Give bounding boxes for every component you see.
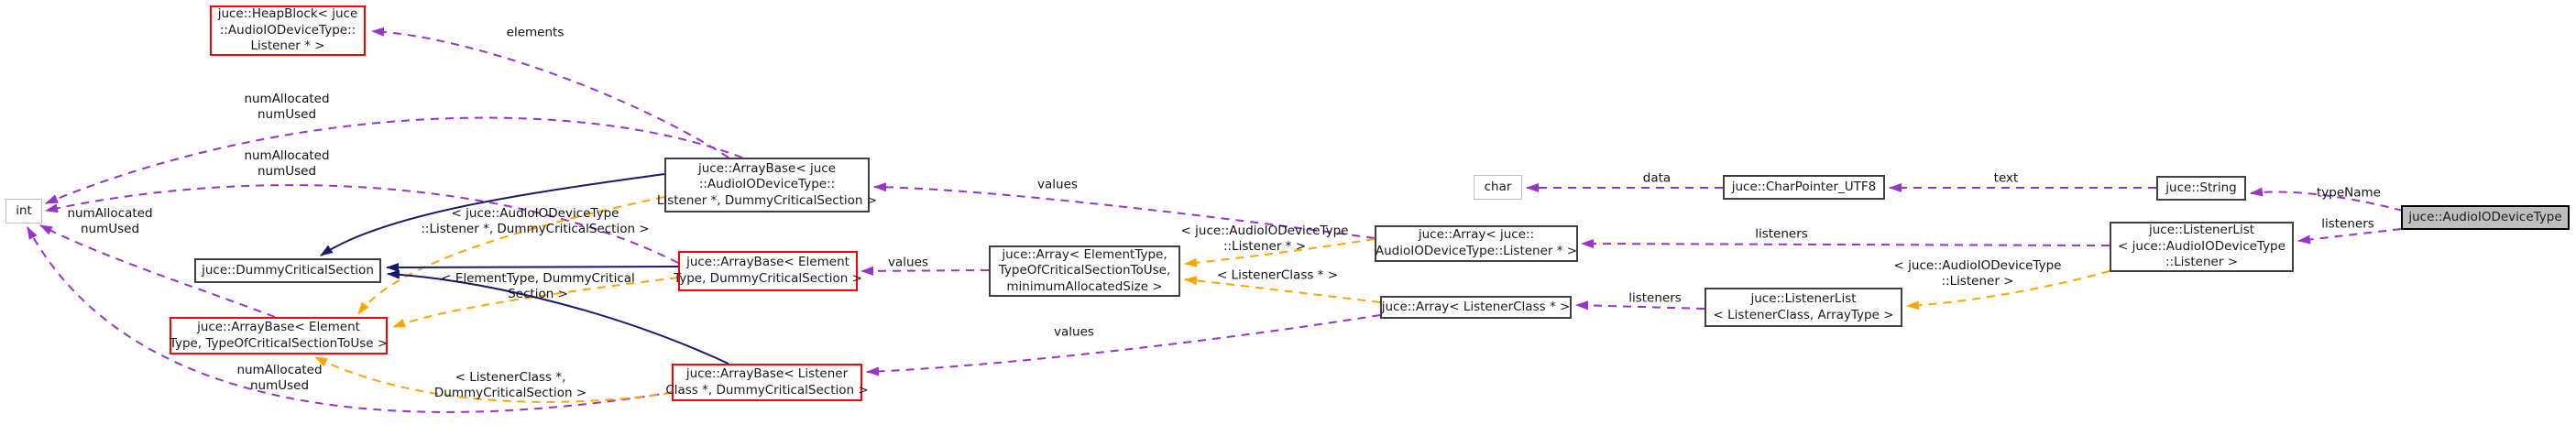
edge-inherit-arraybase-listenerclass: [387, 269, 729, 365]
edge-tmpl-array-listenerclass: [1184, 276, 1381, 303]
node-string[interactable]: juce::String: [2156, 176, 2246, 201]
edge-numallocated-arraybase-listenerclass: [27, 226, 674, 413]
edge-label-elements: elements: [506, 25, 565, 40]
node-dummycriticalsection[interactable]: juce::DummyCriticalSection: [194, 258, 381, 283]
edge-label-values-1: values: [1037, 177, 1078, 192]
node-label: Type, TypeOfCriticalSectionToUse >: [169, 335, 389, 351]
edge-label-tmpl-listenerlist: < juce::AudioIODeviceType::Listener >: [1893, 258, 2062, 289]
node-label: juce::ArrayBase< Listener: [685, 365, 849, 381]
node-heapblock[interactable]: juce::HeapBlock< juce ::AudioIODeviceTyp…: [210, 5, 366, 56]
edge-tmpl-arraybase-listenerclass: [314, 356, 673, 403]
node-label: juce::DummyCriticalSection: [202, 262, 374, 278]
node-listenerlist-template[interactable]: juce::ListenerList < ListenerClass, Arra…: [1705, 288, 1902, 327]
edge-label-listeners-1: listeners: [1628, 290, 1682, 306]
edge-listeners-listenerlist-template: [1575, 300, 1705, 311]
edge-values-array-listenerclass: [866, 314, 1381, 376]
node-listenerlist-audio[interactable]: juce::ListenerList < juce::AudioIODevice…: [2110, 222, 2294, 272]
node-label: juce::AudioIODeviceType: [2408, 209, 2562, 224]
edge-label-tmpl-array-audio: < juce::AudioIODeviceType::Listener * >: [1180, 224, 1349, 254]
node-int: int: [5, 199, 42, 224]
edge-elements: [371, 27, 729, 158]
node-arraybase-template[interactable]: juce::ArrayBase< Element Type, TypeOfCri…: [170, 317, 388, 354]
node-label: Listener * >: [250, 38, 325, 54]
edge-label-tmpl-arraybase-audio: < juce::AudioIODeviceType::Listener *, D…: [421, 206, 650, 236]
edge-label-values-2: values: [888, 255, 928, 270]
edge-label-values-3: values: [1054, 324, 1094, 340]
edge-label-text: text: [1993, 170, 2019, 186]
edge-label-tmpl-array-listenerclass: < ListenerClass * >: [1216, 267, 1339, 283]
node-label: Type, DummyCriticalSection >: [674, 271, 862, 286]
node-label: ::AudioIODeviceType::: [698, 177, 836, 192]
node-label: ::Listener >: [2165, 255, 2239, 270]
edge-label-listeners-3: listeners: [2321, 216, 2374, 232]
node-label: juce::ListenerList: [1750, 290, 1857, 306]
node-label: juce::String: [2165, 180, 2237, 195]
edge-listeners-listenerlist-audio: [1581, 239, 2110, 249]
node-arraybase-listenerclass[interactable]: juce::ArrayBase< Listener Class *, Dummy…: [665, 364, 869, 401]
edge-values-array-audio: [873, 182, 1376, 239]
edge-tmpl-arraybase-element: [392, 277, 679, 328]
node-array-element[interactable]: juce::Array< ElementType, TypeOfCritical…: [989, 245, 1180, 297]
node-arraybase-element[interactable]: juce::ArrayBase< Element Type, DummyCrit…: [674, 251, 862, 291]
node-label: char: [1484, 179, 1512, 194]
node-audioiodevicetype: juce::AudioIODeviceType: [2401, 205, 2570, 230]
node-label: juce::Array< ElementType,: [1002, 246, 1167, 262]
edge-values-array-element: [860, 266, 990, 276]
node-label: juce::ArrayBase< Element: [197, 319, 360, 334]
edge-tmpl-listenerlist: [1906, 270, 2110, 311]
edge-label-tmpl-arraybase-listenerclass: < ListenerClass *,DummyCriticalSection >: [433, 370, 587, 400]
edge-listeners-audioiodevicetype: [2297, 228, 2402, 245]
node-label: juce::ArrayBase< Element: [686, 255, 850, 270]
node-label: int: [16, 202, 32, 218]
edge-inherit-arraybase-audio: [320, 173, 665, 256]
node-label: juce::CharPointer_UTF8: [1731, 179, 1877, 194]
edge-typename: [2250, 187, 2404, 212]
node-label: juce::HeapBlock< juce: [217, 6, 358, 22]
edge-numallocated-arraybase-template: [39, 224, 276, 318]
node-label: juce::Array< ListenerClass * >: [1381, 299, 1571, 314]
node-label: < juce::AudioIODeviceType: [2118, 238, 2286, 254]
node-label: < ListenerClass, ArrayType >: [1713, 307, 1894, 322]
node-label: juce::Array< juce::: [1418, 227, 1535, 243]
node-label: TypeOfCriticalSectionToUse,: [998, 263, 1171, 278]
edge-label-data: data: [1642, 170, 1672, 186]
edge-label-typename: typeName: [2317, 185, 2381, 201]
node-arraybase-audio-listener[interactable]: juce::ArrayBase< juce ::AudioIODeviceTyp…: [657, 158, 877, 213]
edge-tmpl-arraybase-audio: [357, 196, 665, 315]
node-label: ::AudioIODeviceType::: [219, 22, 356, 38]
node-label: Class *, DummyCriticalSection >: [665, 382, 869, 398]
node-array-listenerclass[interactable]: juce::Array< ListenerClass * >: [1380, 296, 1572, 319]
node-label: juce::ArrayBase< juce: [697, 160, 836, 176]
node-charpointer-utf8[interactable]: juce::CharPointer_UTF8: [1723, 175, 1885, 200]
node-label: Listener *, DummyCriticalSection >: [656, 192, 878, 208]
edge-label-listeners-2: listeners: [1755, 226, 1808, 242]
node-array-audio-listener[interactable]: juce::Array< juce:: AudioIODeviceType::L…: [1375, 225, 1578, 262]
node-label: minimumAllocatedSize >: [1006, 278, 1163, 294]
node-label: AudioIODeviceType::Listener * >: [1375, 244, 1578, 258]
edge-numallocated-arraybase-audio: [45, 116, 743, 204]
edge-numallocated-arraybase-element: [45, 184, 679, 264]
node-label: juce::ListenerList: [2148, 223, 2255, 238]
node-char: char: [1474, 175, 1522, 200]
